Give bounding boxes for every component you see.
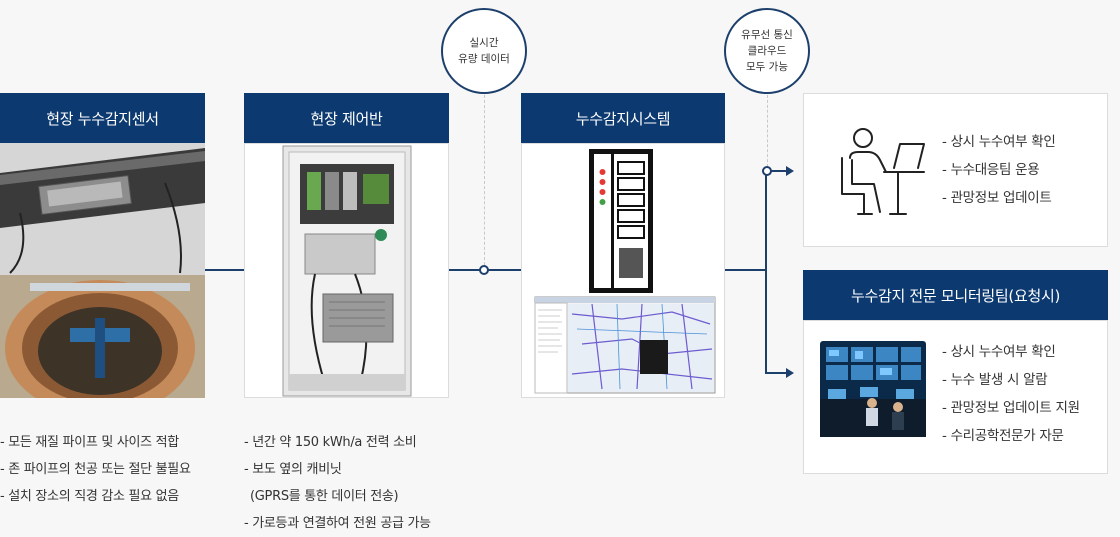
server-rack-icon [534, 149, 716, 394]
branch-vertical [765, 170, 767, 374]
bubble-line: 모두 가능 [746, 61, 788, 73]
control-bullet: - 년간 약 150 kWh/a 전력 소비 [244, 435, 417, 450]
sensor-bullet: - 모든 재질 파이프 및 사이즈 적합 [0, 435, 179, 450]
operator-bullet: - 관망정보 업데이트 [942, 190, 1052, 206]
control-bullet: - 가로등과 연결하여 전원 공급 가능 [244, 516, 431, 531]
sensor-bullets: - 모든 재질 파이프 및 사이즈 적합 - 존 파이프의 천공 또는 절단 불… [0, 429, 191, 510]
bubble-line: 유량 데이터 [458, 53, 510, 65]
monitoring-bullet: - 수리공학전문가 자문 [942, 428, 1064, 444]
control-bullet: - 보도 옆의 캐비닛 [244, 462, 342, 477]
communication-bubble: 유무선 통신 클라우드 모두 가능 [724, 8, 810, 94]
operator-bullet: - 상시 누수여부 확인 [942, 134, 1056, 150]
monitoring-bullet: - 관망정보 업데이트 지원 [942, 400, 1080, 416]
system-panel [521, 143, 725, 398]
monitoring-bullet: - 누수 발생 시 알람 [942, 372, 1048, 388]
gis-map-screenshot [534, 296, 716, 394]
control-header: 현장 제어반 [244, 93, 449, 143]
arrow-top-icon [786, 166, 794, 176]
operator-bullets: - 상시 누수여부 확인 - 누수대응팀 운용 - 관망정보 업데이트 [942, 128, 1056, 212]
operator-bullet: - 누수대응팀 운용 [942, 162, 1040, 178]
sensor-photo [0, 143, 205, 398]
node-comm [762, 166, 772, 176]
monitoring-bullet: - 상시 누수여부 확인 [942, 344, 1056, 360]
connector-sensor-control [205, 269, 245, 271]
monitoring-title: 누수감지 전문 모니터링팀(요청시) [850, 286, 1061, 305]
sensor-bullet: - 설치 장소의 직경 감소 필요 없음 [0, 489, 179, 504]
monitoring-panel: - 상시 누수여부 확인 - 누수 발생 시 알람 - 관망정보 업데이트 지원… [803, 320, 1108, 474]
comm-dash [767, 95, 768, 167]
bubble-line: 유무선 통신 [741, 29, 793, 41]
monitoring-bullets: - 상시 누수여부 확인 - 누수 발생 시 알람 - 관망정보 업데이트 지원… [942, 338, 1080, 450]
sensor-header: 현장 누수감지센서 [0, 93, 205, 143]
arrow-bottom-icon [786, 368, 794, 378]
node-realtime [479, 265, 489, 275]
cabinet-illustration [282, 145, 412, 397]
monitoring-header: 누수감지 전문 모니터링팀(요청시) [803, 270, 1108, 320]
connector-system-branch [725, 269, 766, 271]
sensor-photo-illustration [0, 143, 205, 398]
system-title: 누수감지시스템 [575, 109, 671, 128]
control-photo [244, 143, 449, 398]
control-room-photo [820, 341, 926, 437]
bubble-line: 실시간 [469, 37, 499, 49]
realtime-data-bubble: 실시간 유량 데이터 [441, 8, 527, 94]
sensor-title: 현장 누수감지센서 [46, 109, 159, 128]
branch-bottom [766, 372, 788, 374]
system-header: 누수감지시스템 [521, 93, 725, 143]
branch-top [766, 170, 788, 172]
realtime-dash [484, 95, 485, 265]
control-bullets: - 년간 약 150 kWh/a 전력 소비 - 보도 옆의 캐비닛 (GPRS… [244, 429, 431, 537]
sensor-bullet: - 존 파이프의 천공 또는 절단 불필요 [0, 462, 191, 477]
operator-at-desk-icon [841, 128, 925, 215]
control-bullet: (GPRS를 통한 데이터 전송) [250, 489, 399, 504]
operator-panel: - 상시 누수여부 확인 - 누수대응팀 운용 - 관망정보 업데이트 [803, 93, 1108, 247]
control-title: 현장 제어반 [310, 109, 383, 128]
bubble-line: 클라우드 [747, 45, 787, 57]
